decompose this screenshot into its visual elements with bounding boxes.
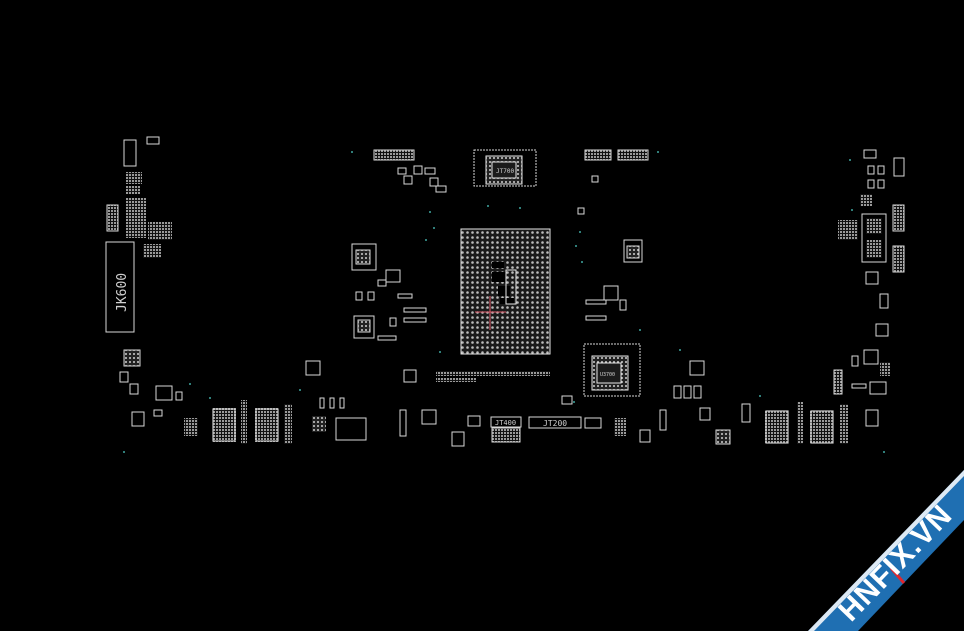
bottom-left-inductors: [212, 400, 326, 444]
connector-jt400: JT400: [490, 416, 522, 428]
bottom-right-components: [614, 385, 751, 445]
left-edge-components: [106, 136, 172, 258]
vias: [123, 151, 885, 453]
bottom-center-components: [319, 395, 602, 447]
jt400-label: JT400: [495, 419, 516, 427]
watermark-ribbon: HNFIX.VN: [808, 470, 964, 631]
right-center-components: [577, 175, 705, 376]
connector-jk600: JK600: [105, 241, 135, 333]
top-connectors: [373, 149, 649, 193]
right-edge-components: [833, 149, 905, 427]
watermark-text: HNFIX.VN: [832, 498, 959, 627]
chip-jt700: JT700: [473, 149, 537, 187]
chip-u3700: U3700: [583, 343, 641, 397]
jt200-label: JT200: [543, 419, 567, 428]
u3700-label: U3700: [600, 372, 615, 378]
jt700-label: JT700: [496, 168, 514, 175]
bottom-right-inductors: [765, 402, 848, 444]
jk600-label: JK600: [115, 273, 130, 312]
left-center-components: [305, 243, 427, 383]
cpu-bga: [460, 228, 551, 355]
connector-jt200: JT200: [528, 416, 582, 429]
left-lower-components: [119, 349, 198, 436]
cpu-edge-pads: [436, 371, 550, 382]
